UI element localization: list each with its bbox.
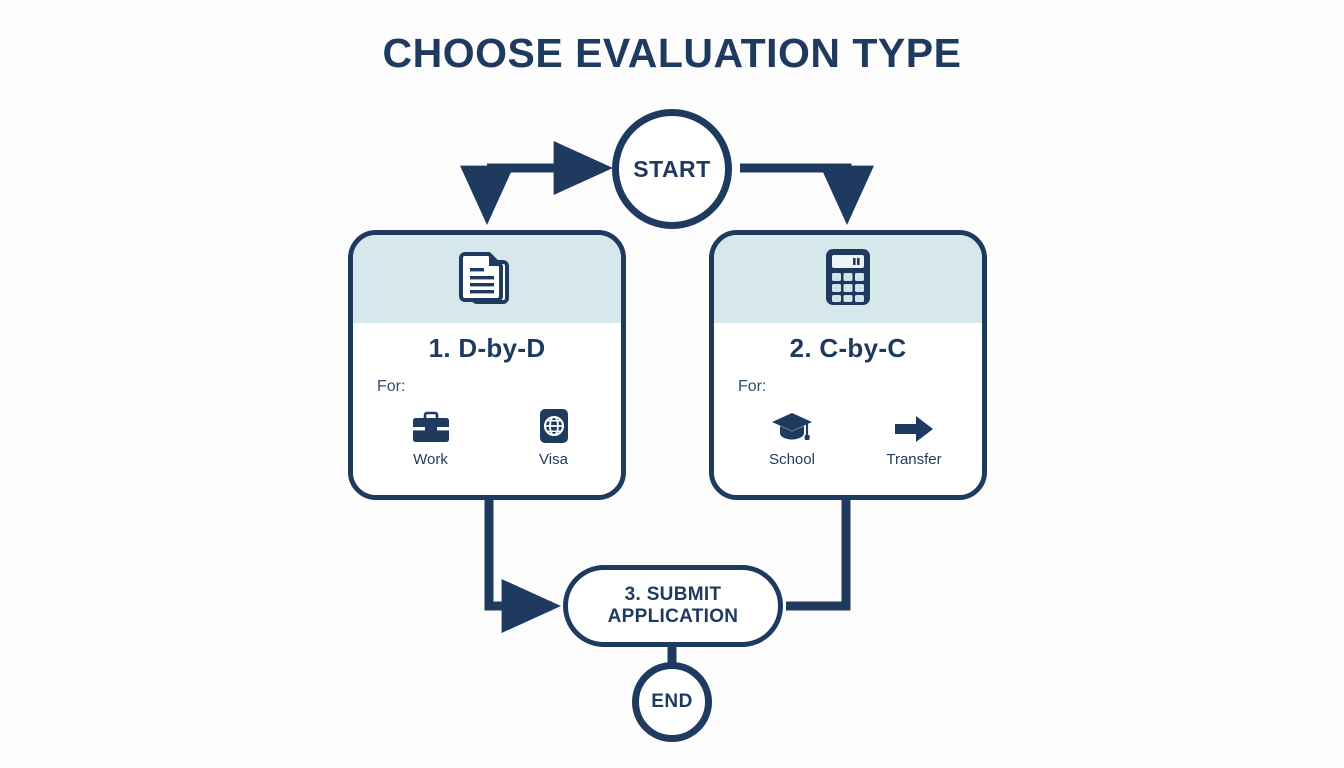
graduation-cap-icon <box>771 404 813 444</box>
card1-options: Work Visa <box>377 404 597 468</box>
evaluation-card-course-by-course[interactable]: 2. C-by-C For: School <box>709 230 987 500</box>
calculator-icon <box>824 247 872 312</box>
card2-body: 2. C-by-C For: School <box>714 323 982 495</box>
documents-icon <box>459 248 515 311</box>
card2-title: 2. C-by-C <box>789 333 907 363</box>
card1-option-work-label: Work <box>413 451 448 468</box>
card1-title: 1. D-by-D <box>428 333 546 363</box>
card1-option-visa-label: Visa <box>539 451 568 468</box>
card1-body: 1. D-by-D For: Work <box>353 323 621 495</box>
submit-node-label-line1: 3. SUBMIT <box>624 583 722 605</box>
card2-option-transfer-label: Transfer <box>886 451 942 468</box>
card1-option-work[interactable]: Work <box>387 404 474 468</box>
card2-option-school[interactable]: School <box>748 404 836 468</box>
card1-option-visa[interactable]: Visa <box>510 404 597 468</box>
briefcase-icon <box>412 404 450 444</box>
card2-header <box>714 235 982 323</box>
connector-start-to-card1 <box>460 141 614 226</box>
card2-for-label: For: <box>738 378 767 395</box>
card2-option-transfer[interactable]: Transfer <box>870 404 958 468</box>
card1-header <box>353 235 621 323</box>
page-title: CHOOSE EVALUATION TYPE <box>382 30 962 76</box>
evaluation-card-document-by-document[interactable]: 1. D-by-D For: Work <box>348 230 626 500</box>
right-arrow-icon <box>894 404 934 444</box>
end-node[interactable]: END <box>632 662 712 742</box>
passport-globe-icon <box>538 404 570 444</box>
card2-options: School Transfer <box>738 404 958 468</box>
start-node-label: START <box>633 155 711 182</box>
card2-option-school-label: School <box>769 451 815 468</box>
connector-card1-to-submit <box>484 500 562 633</box>
submit-application-node[interactable]: 3. SUBMIT APPLICATION <box>563 565 783 647</box>
connector-start-to-card2 <box>740 163 874 226</box>
connector-card2-to-submit <box>786 500 851 611</box>
end-node-label: END <box>651 691 693 712</box>
card1-for-label: For: <box>377 378 406 395</box>
submit-node-label-line2: APPLICATION <box>607 606 739 627</box>
start-node[interactable]: START <box>612 109 732 229</box>
